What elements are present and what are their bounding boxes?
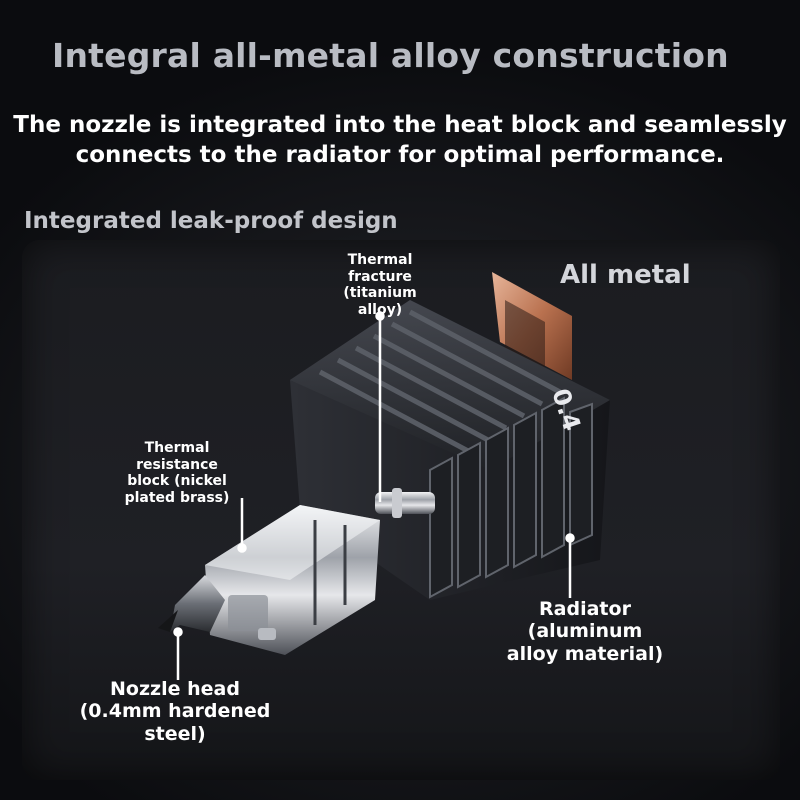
- callout-thermal-fracture: Thermal fracture (titanium alloy): [330, 252, 430, 318]
- callout-line: alloy): [357, 301, 403, 318]
- subtitle-line-1: The nozzle is integrated into the heat b…: [13, 112, 787, 138]
- section-label: Integrated leak-proof design: [24, 208, 398, 234]
- callout-line: block (nickel: [127, 473, 227, 490]
- callout-nozzle: Nozzle head (0.4mm hardened steel): [60, 678, 290, 745]
- callout-line: Thermal: [347, 252, 413, 268]
- callout-line: resistance: [136, 456, 218, 473]
- callout-line: (aluminum: [527, 620, 643, 643]
- page-title: Integral all-metal alloy construction: [52, 36, 729, 75]
- callout-line: fracture: [348, 268, 412, 285]
- nozzle: [170, 575, 225, 632]
- all-metal-badge: All metal: [560, 260, 691, 290]
- subtitle-line-2: connects to the radiator for optimal per…: [75, 142, 725, 168]
- callout-line: Radiator: [539, 598, 631, 620]
- callout-line: steel): [144, 722, 206, 745]
- callout-thermal-block: Thermal resistance block (nickel plated …: [112, 440, 242, 506]
- callout-line: Nozzle head: [110, 678, 240, 700]
- callout-line: (titanium: [343, 285, 417, 302]
- callout-line: (0.4mm hardened: [79, 700, 271, 723]
- callout-radiator: Radiator (aluminum alloy material): [500, 598, 670, 665]
- callout-line: plated brass): [124, 489, 230, 506]
- heat-break: [375, 492, 435, 514]
- page-subtitle: The nozzle is integrated into the heat b…: [0, 110, 800, 170]
- callout-line: Thermal: [144, 440, 210, 456]
- callout-line: alloy material): [506, 642, 664, 665]
